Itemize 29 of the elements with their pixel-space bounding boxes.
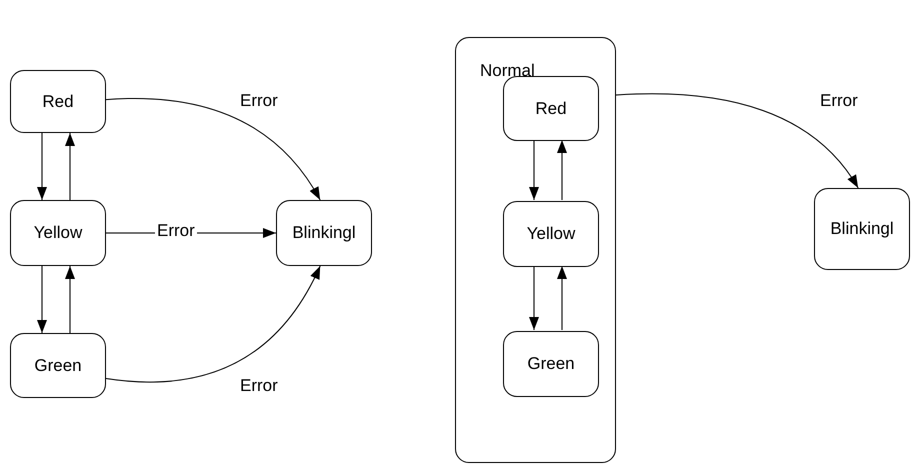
arrow: [616, 93, 859, 188]
arrow: [37, 266, 47, 334]
state-box: [503, 331, 599, 397]
arrow: [529, 140, 539, 200]
state-label: Blinkingl: [292, 222, 356, 244]
state-box: [503, 76, 599, 141]
arrow: [557, 140, 567, 200]
state-label: Blinkingl: [830, 218, 894, 240]
arrow: [65, 266, 75, 334]
arrow: [557, 266, 567, 330]
state-box: [276, 200, 372, 266]
state-label: Yellow: [34, 222, 82, 244]
state-box: [10, 70, 106, 133]
arrow: [106, 98, 321, 200]
arrow: [37, 132, 47, 200]
state-box: [814, 188, 910, 270]
state-group-box: [455, 37, 616, 463]
group-title: Normal: [480, 60, 535, 82]
state-label: Red: [42, 90, 74, 113]
state-box: [10, 200, 106, 266]
state-label: Yellow: [526, 223, 576, 246]
state-label: Red: [535, 98, 567, 120]
arrow: [529, 266, 539, 330]
arrow: [65, 132, 75, 200]
state-label: Green: [34, 354, 82, 377]
state-box: [10, 333, 106, 398]
arrow: [106, 266, 321, 383]
state-label: Green: [527, 353, 575, 376]
state-box: [503, 201, 599, 267]
